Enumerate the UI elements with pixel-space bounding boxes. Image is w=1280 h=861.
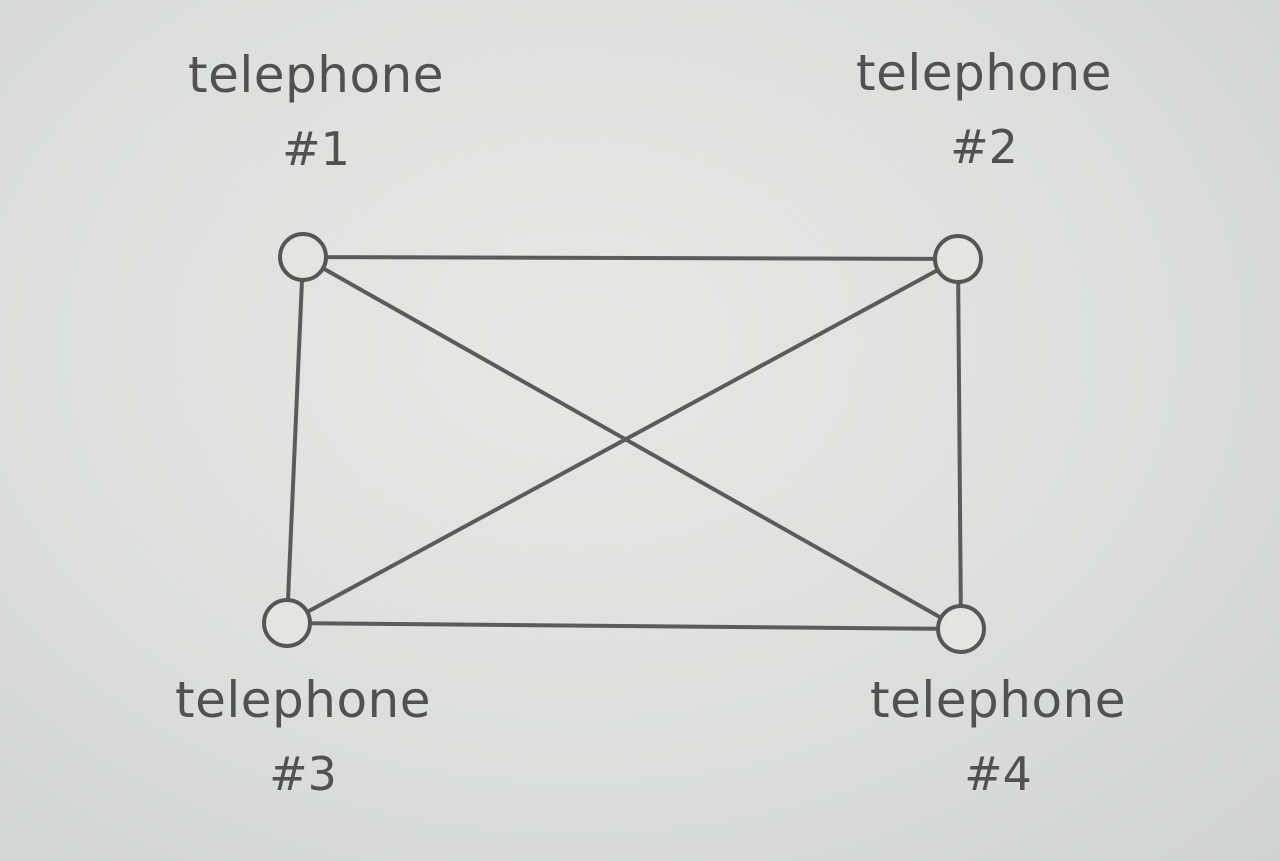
edge-1-3 <box>286 278 304 602</box>
connections <box>286 255 963 631</box>
edge-1-4 <box>321 266 943 620</box>
telephone-1-label: telephone #1 <box>188 50 444 172</box>
telephone-nodes <box>262 232 986 654</box>
telephone-4-label: telephone #4 <box>870 675 1126 797</box>
edge-2-3 <box>305 268 940 614</box>
telephone-1-name: telephone <box>188 46 444 104</box>
telephone-1-number: #1 <box>282 122 350 176</box>
telephone-2-number: #2 <box>950 120 1018 174</box>
telephone-2-label: telephone #2 <box>856 48 1112 170</box>
edge-3-4 <box>308 621 940 631</box>
telephone-4-name: telephone <box>870 671 1126 729</box>
telephone-node-1 <box>278 232 328 282</box>
edge-2-4 <box>956 280 963 608</box>
telephone-3-label: telephone #3 <box>175 675 431 797</box>
edge-1-2 <box>324 255 937 261</box>
telephone-4-number: #4 <box>964 747 1032 801</box>
telephone-2-name: telephone <box>856 44 1112 102</box>
telephone-3-name: telephone <box>175 671 431 729</box>
telephone-3-number: #3 <box>269 747 337 801</box>
telephone-node-4 <box>936 604 986 654</box>
telephone-node-2 <box>933 234 983 284</box>
telephone-node-3 <box>262 598 312 648</box>
